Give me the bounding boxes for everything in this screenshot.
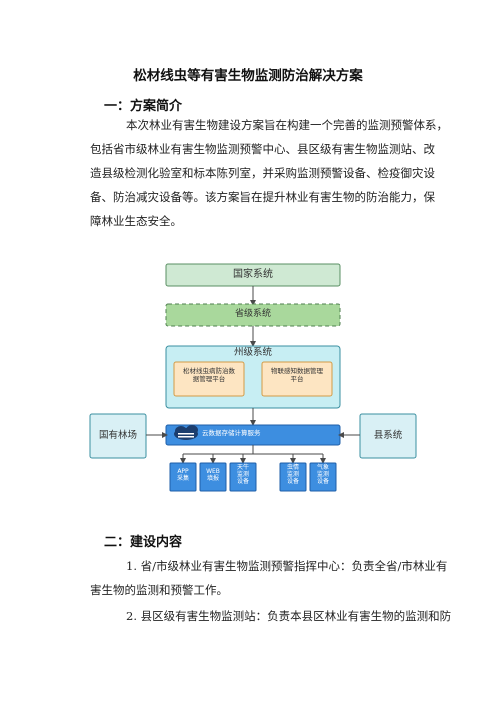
device-2-line-1: WEB (206, 468, 220, 475)
platform-right-line-2: 平台 (290, 374, 304, 383)
device-label-3: 天牛 监测 设备 (230, 464, 256, 486)
diagram-svg (89, 263, 417, 492)
device-3-line-1: 天牛 (236, 464, 249, 471)
intro-line-2: 包括省市级林业有害生物监测预警中心、县区级有害生物监测站、改 (90, 142, 435, 156)
device-4-line-1: 虫情 (286, 464, 299, 471)
system-architecture-diagram: 国家系统 省级系统 州级系统 松材线虫病防治数 据管理平台 物联感知数据管理 平… (86, 258, 420, 498)
platform-right-line-1: 物联感知数据管理 (271, 367, 323, 375)
device-5-line-3: 设备 (316, 478, 329, 486)
provincial-box (165, 303, 341, 327)
device-1-line-2: 采集 (176, 475, 189, 483)
device-5-line-2: 监测 (316, 471, 329, 479)
document-title: 松材线虫等有害生物监测防治解决方案 (133, 68, 363, 84)
device-label-2: WEB 填报 (200, 468, 226, 482)
device-label-1: APP 采集 (170, 468, 196, 482)
cloud-icon (174, 425, 198, 440)
device-3-line-3: 设备 (236, 478, 249, 486)
national-label: 国家系统 (233, 269, 273, 280)
device-5-line-1: 气象 (316, 464, 329, 471)
device-box-1 (169, 462, 197, 492)
device-box-4 (279, 462, 307, 492)
platform-left-label: 松材线虫病防治数 据管理平台 (174, 367, 244, 384)
left-node-box (89, 413, 147, 459)
cloud-label: 云数据存储计算服务 (202, 429, 261, 437)
left-node-label: 国有林场 (98, 430, 137, 441)
device-box-3 (229, 462, 257, 492)
device-label-4: 虫情 监测 设备 (280, 464, 306, 486)
platform-left-line-2: 据管理平台 (192, 374, 226, 383)
item-1-line-2: 害生物的监测和预警工作。 (90, 583, 228, 597)
device-4-line-2: 监测 (286, 471, 299, 479)
device-box-2 (199, 462, 227, 492)
item-2-line-1: 2. 县区级有害生物监测站：负责本县区林业有害生物的监测和防 (126, 609, 452, 623)
device-3-line-2: 监测 (236, 471, 249, 479)
section-heading-intro: 一：方案简介 (104, 99, 183, 114)
intro-line-4: 备、防治减灾设备等。该方案旨在提升林业有害生物的防治能力，保 (90, 190, 435, 204)
platform-right-label: 物联感知数据管理 平台 (262, 367, 332, 384)
intro-line-5: 障林业生态安全。 (90, 214, 182, 228)
platform-left-box (173, 361, 245, 397)
device-1-line-1: APP (177, 468, 189, 475)
intro-line-1: 本次林业有害生物建设方案旨在构建一个完善的监测预警体系， (126, 118, 448, 132)
device-box-5 (309, 462, 337, 492)
device-2-line-2: 填报 (206, 475, 219, 483)
device-label-5: 气象 监测 设备 (310, 464, 336, 486)
provincial-label: 省级系统 (234, 309, 271, 319)
platform-right-box (261, 361, 333, 397)
intro-line-3: 造县级检测化验室和标本陈列室，并采购监测预警设备、检疫御灾设 (90, 166, 435, 180)
right-node-label: 县系统 (373, 430, 403, 441)
device-4-line-3: 设备 (286, 478, 299, 486)
section-heading-construction: 二：建设内容 (104, 535, 183, 550)
state-label: 州级系统 (233, 347, 272, 358)
right-node-box (359, 413, 417, 459)
item-1-line-1: 1. 省/市级林业有害生物监测预警指挥中心：负责全省/市林业有 (126, 559, 448, 573)
platform-left-line-1: 松材线虫病防治数 (183, 367, 235, 375)
